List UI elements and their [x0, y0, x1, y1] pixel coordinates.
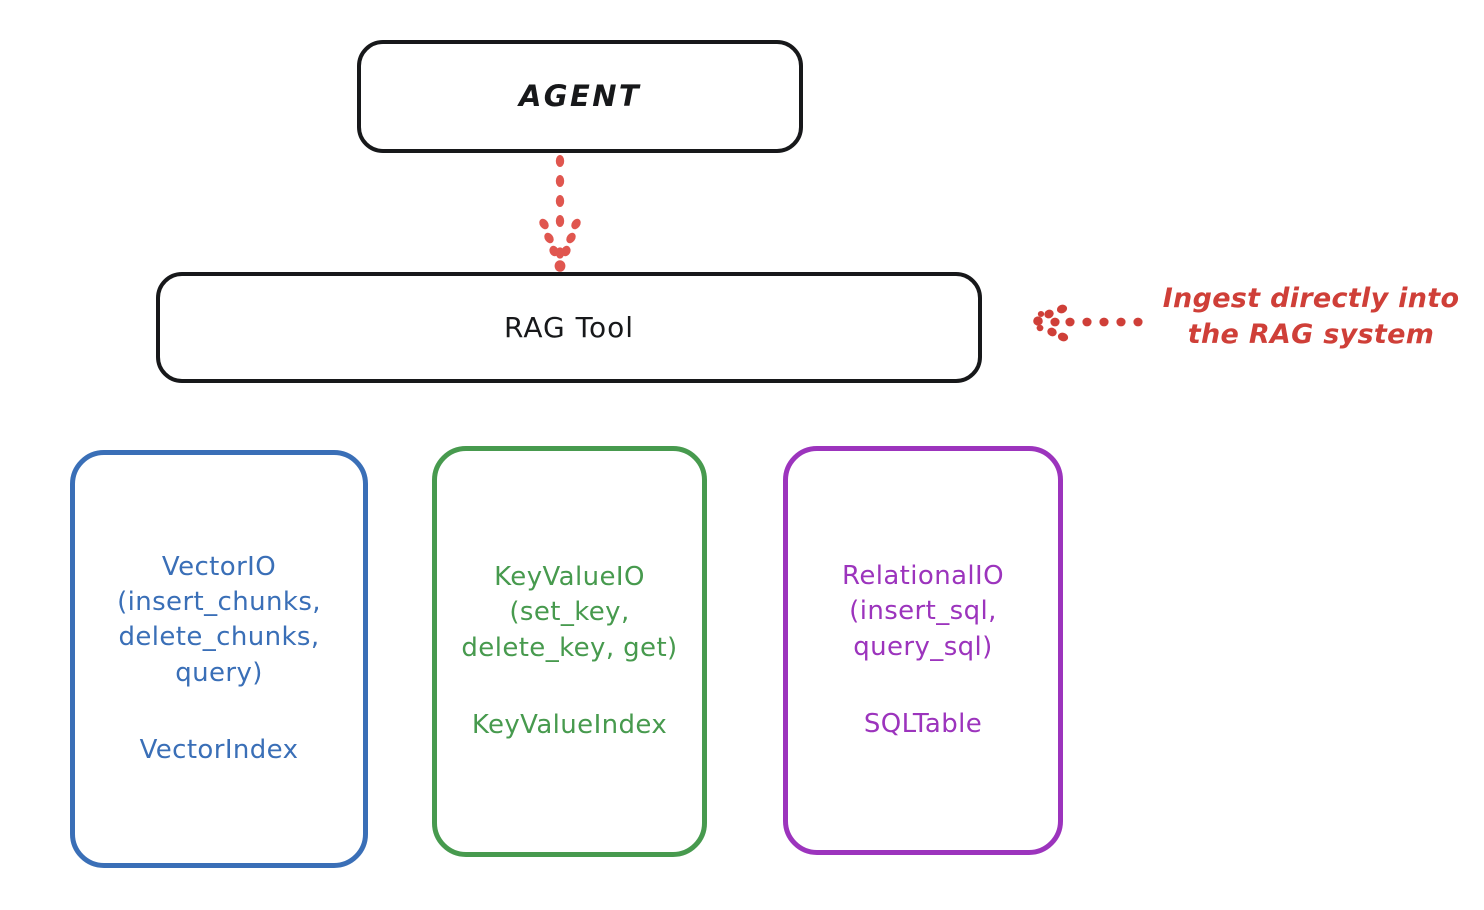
- ingest-annotation-label: Ingest directly into the RAG system: [1162, 283, 1460, 351]
- node-rag-tool-label: RAG Tool: [504, 310, 634, 344]
- node-relational-io[interactable]: RelationalIO (insert_sql, query_sql) SQL…: [783, 446, 1063, 855]
- key-value-io-text-stack: KeyValueIO (set_key, delete_key, get) Ke…: [437, 560, 702, 743]
- ingest-arrow-icon: [1033, 304, 1143, 342]
- key-value-io-api-label: KeyValueIO (set_key, delete_key, get): [461, 561, 678, 663]
- vector-io-api-label: VectorIO (insert_chunks, delete_chunks, …: [117, 551, 321, 688]
- key-value-io-index-label: KeyValueIndex: [471, 709, 668, 740]
- vector-io-text-stack: VectorIO (insert_chunks, delete_chunks, …: [75, 550, 363, 769]
- node-vector-io[interactable]: VectorIO (insert_chunks, delete_chunks, …: [70, 450, 368, 868]
- node-rag-tool[interactable]: RAG Tool: [156, 272, 982, 383]
- vector-io-index-label: VectorIndex: [139, 735, 299, 766]
- node-key-value-io[interactable]: KeyValueIO (set_key, delete_key, get) Ke…: [432, 446, 707, 857]
- relational-io-text-stack: RelationalIO (insert_sql, query_sql) SQL…: [788, 559, 1058, 742]
- relational-io-index-label: SQLTable: [863, 708, 983, 739]
- node-agent[interactable]: AGENT: [357, 40, 803, 153]
- relational-io-api-label: RelationalIO (insert_sql, query_sql): [842, 560, 1004, 662]
- agent-to-rag-arrow-icon: [539, 155, 581, 272]
- node-agent-label: AGENT: [518, 79, 642, 114]
